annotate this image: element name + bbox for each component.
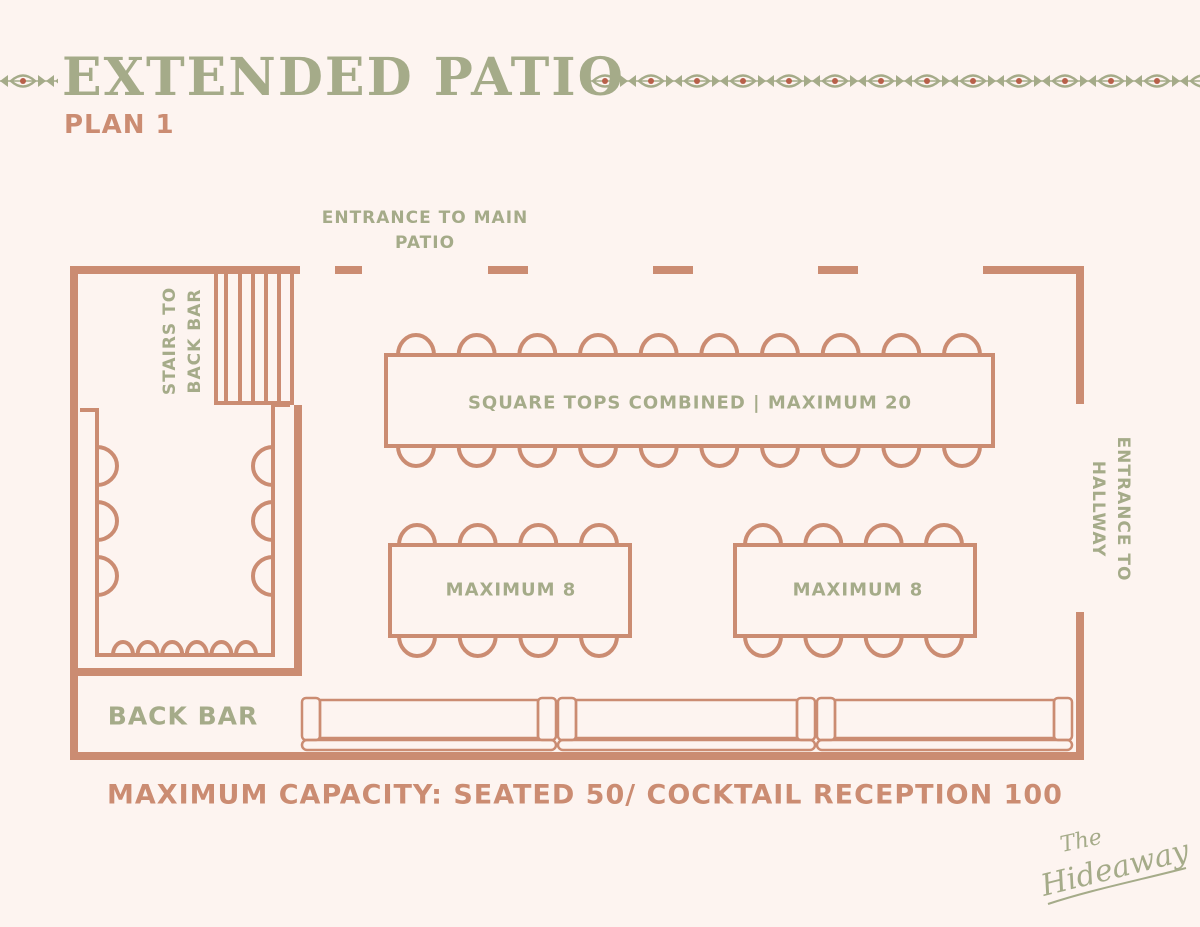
long-table-chair (638, 333, 679, 356)
long-table-chair (760, 333, 800, 356)
ornament-motif (1180, 74, 1200, 88)
long-table-chair (517, 445, 558, 468)
page-title: EXTENDED PATIO (62, 47, 625, 108)
bar-stool (234, 640, 258, 656)
banquette-section (556, 696, 817, 752)
ornament-border-left (0, 74, 58, 88)
bar-stool (96, 500, 119, 542)
label-back-bar: BACK BAR (107, 701, 259, 731)
ornament-motif (812, 74, 858, 88)
table-left-chair (518, 523, 559, 546)
table-left-chair (579, 523, 619, 546)
long-table-chair (638, 445, 679, 468)
bar-stool (209, 640, 234, 656)
label-stairs-to-back-bar: STAIRS TO BACK BAR (160, 286, 205, 396)
table-right-chair (803, 635, 844, 658)
capacity-note: MAXIMUM CAPACITY: SEATED 50/ COCKTAIL RE… (107, 779, 1063, 811)
label-entrance-hallway: ENTRANCE TO HALLWAY (1088, 436, 1133, 582)
long-table-chair (578, 333, 618, 356)
ornament-motif (0, 74, 46, 88)
table-right-chair (924, 635, 964, 658)
ornament-motif (1134, 74, 1180, 88)
long-table-chair (578, 445, 618, 468)
wall-left-inner (74, 405, 302, 676)
ornament-motif (950, 74, 996, 88)
ornament-motif (46, 75, 58, 87)
long-table-chair (942, 333, 982, 356)
banquette-section (300, 696, 558, 752)
bar-stool (251, 500, 274, 542)
long-table-chair (881, 333, 922, 356)
long-table-chair (396, 333, 436, 356)
ornament-motif (766, 74, 812, 88)
ornament-motif (904, 74, 950, 88)
ornament-motif (674, 74, 720, 88)
bar-stool (184, 640, 209, 656)
table-left-chair (457, 523, 498, 546)
long-table-chair (820, 445, 861, 468)
long-table-chair (456, 445, 497, 468)
table-right-chair (803, 523, 844, 546)
label-table-left: MAXIMUM 8 (445, 579, 577, 601)
table-left-chair (457, 635, 498, 658)
label-long-table: SQUARE TOPS COMBINED | MAXIMUM 20 (467, 392, 913, 414)
ornament-motif (628, 74, 674, 88)
bar-stool (135, 640, 160, 656)
bar-stool (96, 445, 119, 487)
bar-stool (160, 640, 185, 656)
ornament-motif (582, 74, 628, 88)
long-table-chair (942, 445, 982, 468)
label-entrance-main-patio: ENTRANCE TO MAIN PATIO (321, 208, 529, 253)
bar-counter (80, 403, 290, 657)
table-right-chair (743, 635, 783, 658)
outer-wall (70, 266, 1084, 760)
table-right-chair (743, 523, 783, 546)
table-left-chair (518, 635, 559, 658)
logo-line1: The (1058, 825, 1104, 858)
hideaway-logo: The Hideaway (1040, 825, 1190, 905)
long-table-chair (456, 333, 497, 356)
long-table-chair (820, 333, 861, 356)
table-right (733, 543, 977, 638)
long-table-chair (699, 445, 740, 468)
bar-stool (111, 640, 135, 656)
ornament-motif (996, 74, 1042, 88)
table-right-chair (924, 523, 964, 546)
banquette-section (815, 696, 1074, 752)
bar-stool (96, 555, 119, 597)
table-left-chair (397, 635, 437, 658)
page-subtitle: PLAN 1 (64, 110, 175, 140)
table-right-chair (863, 523, 904, 546)
table-left-chair (579, 635, 619, 658)
ornament-motif (720, 74, 766, 88)
long-table-chair (881, 445, 922, 468)
long-table-chair (699, 333, 740, 356)
wall-top-right (983, 266, 1084, 404)
ornament-motif (1042, 74, 1088, 88)
table-left (388, 543, 632, 638)
table-left-chair (397, 523, 437, 546)
table-right-chair (863, 635, 904, 658)
bar-stool (251, 555, 274, 597)
bar-stool (251, 445, 274, 487)
label-table-right: MAXIMUM 8 (792, 579, 924, 601)
long-table (384, 353, 995, 448)
long-table-chair (517, 333, 558, 356)
ornament-motif (858, 74, 904, 88)
long-table-chair (760, 445, 800, 468)
long-table-chair (396, 445, 436, 468)
ornament-motif (1088, 74, 1134, 88)
ornament-border-right (582, 74, 1200, 88)
